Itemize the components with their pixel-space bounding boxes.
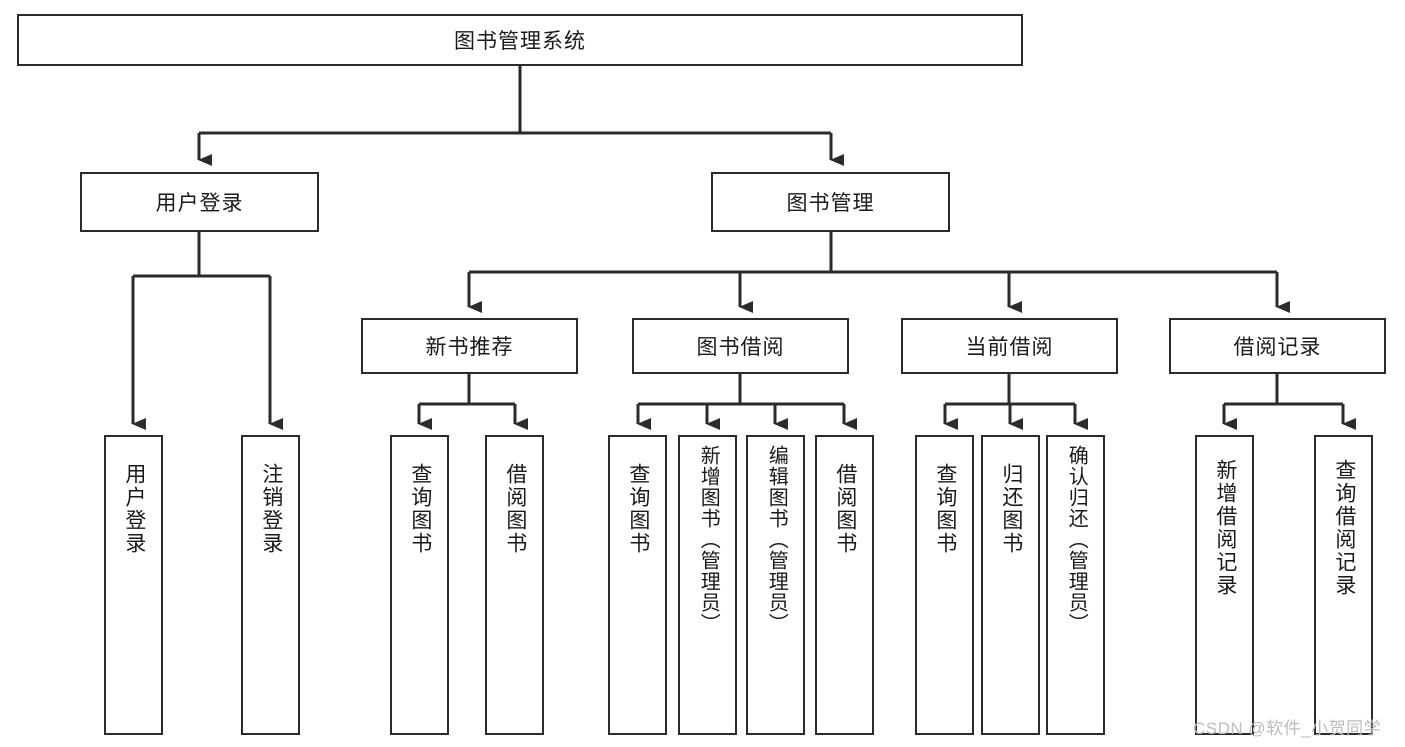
- node-current-borrow[interactable]: 当前借阅: [901, 318, 1118, 374]
- node-new-book-recommend[interactable]: 新书推荐: [361, 318, 578, 374]
- leaf-borrow-book-recommend-label: 借阅图书: [503, 463, 527, 555]
- node-root-label: 图书管理系统: [454, 30, 586, 53]
- node-book-management-label: 图书管理: [786, 192, 875, 215]
- watermark: CSDN @软件_小贺同学: [1193, 719, 1382, 738]
- leaf-user-login[interactable]: 用户登录: [104, 435, 163, 735]
- leaf-borrow-book[interactable]: 借阅图书: [815, 435, 874, 735]
- node-user-login[interactable]: 用户登录: [80, 172, 319, 232]
- leaf-query-book-current[interactable]: 查询图书: [915, 435, 974, 735]
- leaf-user-login-label: 用户登录: [122, 463, 146, 555]
- leaf-return-book[interactable]: 归还图书: [981, 435, 1040, 735]
- leaf-query-book-recommend[interactable]: 查询图书: [390, 435, 449, 735]
- leaf-query-borrow-record[interactable]: 查询借阅记录: [1314, 435, 1373, 735]
- leaf-logout-label: 注销登录: [259, 463, 283, 555]
- node-book-borrow[interactable]: 图书借阅: [632, 318, 849, 374]
- node-borrow-record[interactable]: 借阅记录: [1169, 318, 1386, 374]
- leaf-add-book-admin[interactable]: 新增图书（管理员）: [678, 435, 737, 735]
- node-current-borrow-label: 当前借阅: [965, 336, 1054, 359]
- leaf-return-book-label: 归还图书: [999, 463, 1023, 555]
- leaf-add-borrow-record-label: 新增借阅记录: [1213, 459, 1237, 597]
- leaf-edit-book-admin[interactable]: 编辑图书（管理员）: [746, 435, 805, 735]
- leaf-borrow-book-label: 借阅图书: [833, 463, 857, 555]
- leaf-add-borrow-record[interactable]: 新增借阅记录: [1195, 435, 1254, 735]
- leaf-confirm-return-admin[interactable]: 确认归还（管理员）: [1046, 435, 1105, 735]
- leaf-query-borrow-record-label: 查询借阅记录: [1332, 459, 1356, 597]
- leaf-query-book-borrow-label: 查询图书: [626, 463, 650, 555]
- node-book-management[interactable]: 图书管理: [711, 172, 950, 232]
- leaf-add-book-admin-label: 新增图书（管理员）: [697, 445, 720, 634]
- node-book-borrow-label: 图书借阅: [696, 336, 785, 359]
- leaf-query-book-current-label: 查询图书: [933, 463, 957, 555]
- leaf-query-book-recommend-label: 查询图书: [408, 463, 432, 555]
- node-new-book-recommend-label: 新书推荐: [425, 336, 514, 359]
- leaf-logout[interactable]: 注销登录: [241, 435, 300, 735]
- node-root[interactable]: 图书管理系统: [17, 14, 1023, 66]
- leaf-borrow-book-recommend[interactable]: 借阅图书: [485, 435, 544, 735]
- node-borrow-record-label: 借阅记录: [1233, 336, 1322, 359]
- leaf-edit-book-admin-label: 编辑图书（管理员）: [765, 445, 788, 634]
- leaf-confirm-return-admin-label: 确认归还（管理员）: [1065, 445, 1088, 634]
- leaf-query-book-borrow[interactable]: 查询图书: [608, 435, 667, 735]
- node-user-login-label: 用户登录: [155, 192, 244, 215]
